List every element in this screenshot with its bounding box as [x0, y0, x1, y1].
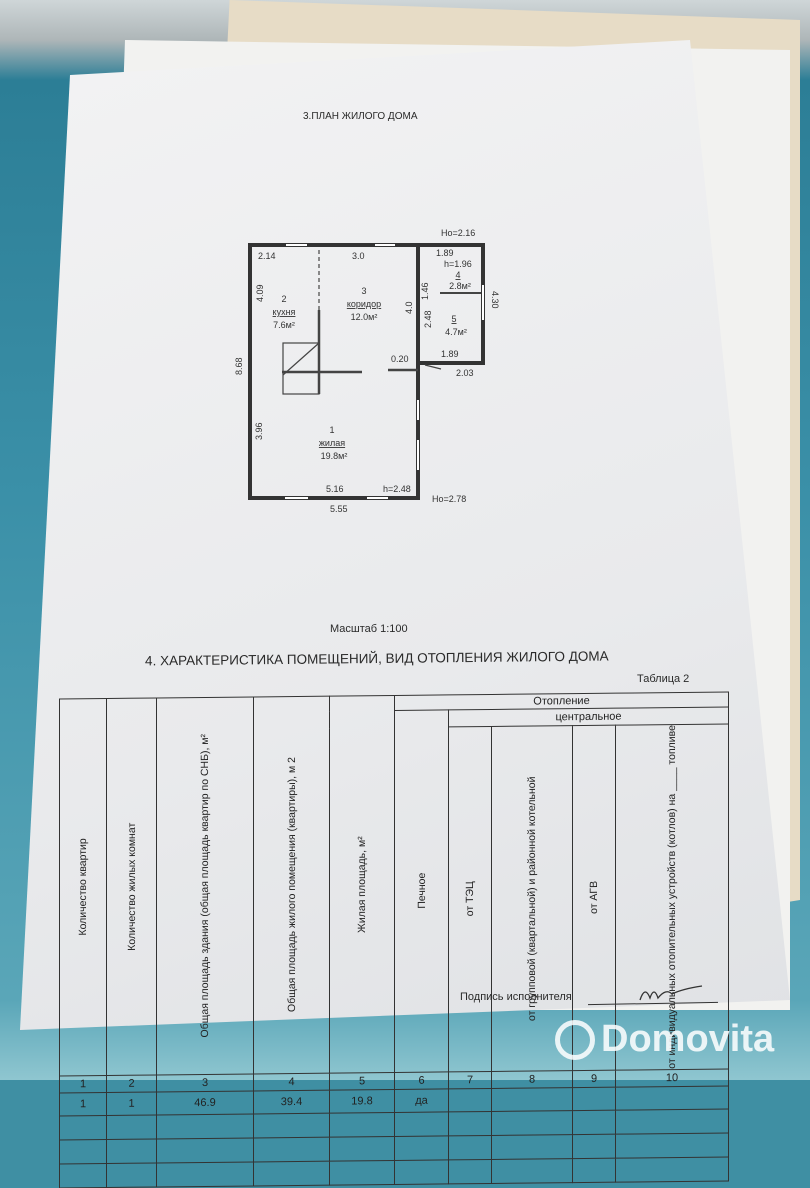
room-2-area: 7.6м²: [273, 320, 295, 330]
room-4-number: 4: [455, 270, 460, 280]
room-5-number: 5: [451, 314, 456, 324]
room-1-area: 19.8м²: [321, 451, 348, 461]
room-3-number: 3: [361, 286, 366, 296]
room-5-area: 4.7м²: [445, 327, 467, 337]
dim-top1: 2.14: [258, 251, 276, 261]
document-page: [20, 40, 790, 1030]
table-cell: [572, 1086, 616, 1111]
dim-555: 5.55: [330, 504, 348, 514]
dim-h248: h=2.48: [383, 484, 411, 494]
plan-scale: Масштаб 1:100: [330, 623, 408, 635]
dim-top2: 3.0: [352, 251, 365, 261]
dim-020: 0.20: [391, 354, 409, 364]
watermark-logo: Domovita: [555, 1018, 774, 1061]
main-walls: [248, 243, 420, 500]
dim-396: 3.96: [254, 422, 264, 440]
table-cell: 19.8: [329, 1089, 395, 1113]
logo-icon: [555, 1019, 595, 1060]
table-cell: [615, 1085, 729, 1110]
room-1-name: жилая: [319, 438, 345, 448]
table-cell: да: [394, 1088, 449, 1113]
room-3-name: коридор: [347, 299, 381, 309]
signature-label: Подпись исполнителя: [460, 991, 572, 1003]
dim-430: 4.30: [490, 291, 500, 309]
dim-h196: h=1.96: [444, 259, 472, 269]
dim-ho-top: Ho=2.16: [441, 228, 475, 238]
dim-189a: 1.89: [436, 248, 454, 258]
dim-409: 4.09: [255, 284, 265, 302]
table-cell: 39.4: [253, 1089, 330, 1114]
plan-title: 3.ПЛАН ЖИЛОГО ДОМА: [303, 111, 418, 122]
room-3-area: 12.0м²: [351, 312, 378, 322]
room-1-number: 1: [329, 425, 334, 435]
signature-image: [639, 985, 703, 1001]
dim-40: 4.0: [404, 301, 414, 314]
table-label: Таблица 2: [637, 673, 690, 685]
dim-516: 5.16: [326, 484, 344, 494]
table-cell: 46.9: [156, 1090, 254, 1115]
dim-189b: 1.89: [441, 349, 459, 359]
dim-868: 8.68: [234, 357, 244, 375]
floor-plan: 2.14 3.0 Ho=2.16 1.89 h=1.96 1.46 4.30 4…: [234, 228, 500, 514]
table-cell: 1: [59, 1092, 107, 1116]
dim-248: 2.48: [423, 310, 433, 328]
table-cell: 1: [106, 1091, 157, 1116]
room-2-number: 2: [281, 294, 286, 304]
table-cell: [491, 1087, 573, 1112]
dim-ho-bot: Ho=2.78: [432, 494, 466, 504]
watermark-text: Domovita: [601, 1018, 775, 1060]
room-2-name: кухня: [273, 307, 296, 317]
table-cell: [448, 1088, 492, 1112]
dim-146: 1.46: [420, 282, 430, 300]
room-4-area: 2.8м²: [449, 281, 471, 291]
dim-203: 2.03: [456, 368, 474, 378]
